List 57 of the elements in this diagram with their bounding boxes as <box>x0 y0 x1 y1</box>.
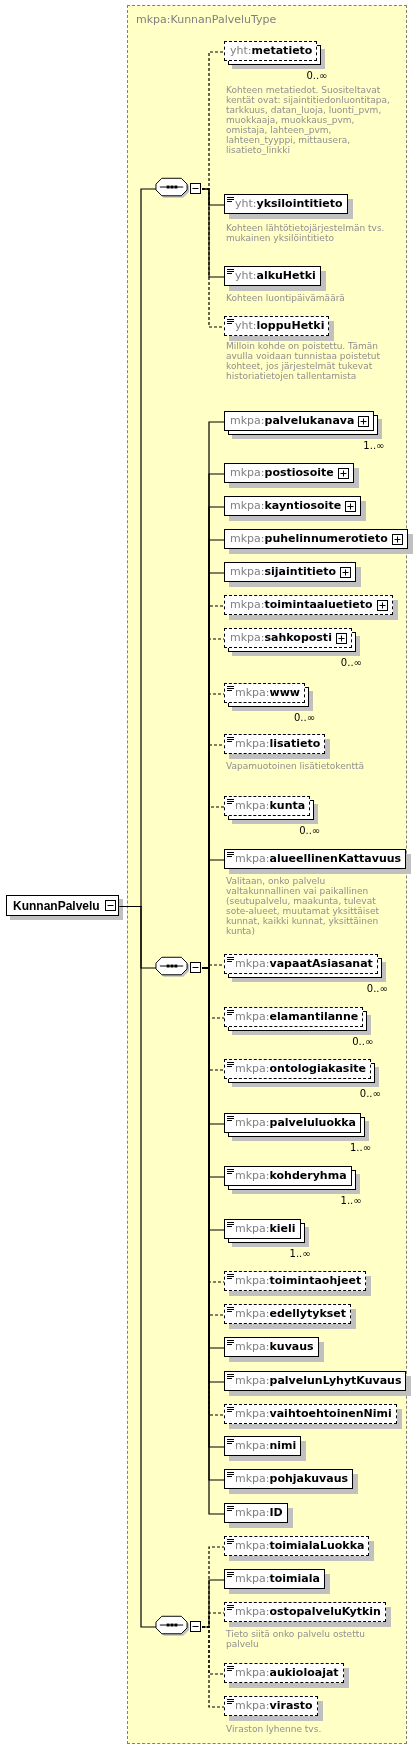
element-name: mkpa:alueellinenKattavuus <box>235 850 402 867</box>
element-name: mkpa:ID <box>235 1504 283 1521</box>
element-name: yht:yksilointitieto <box>235 195 343 212</box>
element-name: mkpa:edellytykset <box>235 1305 347 1322</box>
multiplicity: 1..∞ <box>289 1248 311 1259</box>
multiplicity: 0..∞ <box>340 657 362 668</box>
element-name: mkpa:puhelinnumerotieto <box>230 530 388 547</box>
element-name: mkpa:vapaatAsiasanat <box>235 955 373 972</box>
multiplicity: 0..∞ <box>293 712 315 723</box>
multiplicity: 1..∞ <box>340 1195 362 1206</box>
multiplicity: 0..∞ <box>359 1088 381 1099</box>
annotation-text: Kohteen metatiedot. Suositeltavat kentät ovat: sijaintitiedonluontitapa, tarkkuus, datan_luoja, luonti_pvm, muokkaaja, muokkaus_pvm, omistaja, lahteen_pvm, lahteen_tyyppi, mittausera, lisatieto_linkki <box>226 85 391 155</box>
element-name: yht:loppuHetki <box>235 317 325 334</box>
annotation-text: Kohteen lähtötietojärjestelmän tvs. mukainen yksilöintitieto <box>226 223 386 243</box>
annotation-text: Valitaan, onko palvelu valtakunnallinen vai paikallinen (seutupalvelu, maakunta, tulevat sote-alueet, muutamat yksittäiset kunnat, kaikki kunnat, yksittäinen kunta) <box>226 876 380 936</box>
element-name: mkpa:www <box>235 684 300 701</box>
element-name: mkpa:pohjakuvaus <box>235 1470 349 1487</box>
multiplicity: 0..∞ <box>299 825 321 836</box>
element-name: yht:metatieto <box>230 42 313 59</box>
element-name: mkpa:palveluluokka <box>235 1114 357 1131</box>
annotation-text: Vapamuotoinen lisätietokenttä <box>226 761 366 771</box>
element-name: mkpa:ontologiakasite <box>235 1060 366 1077</box>
element-name: mkpa:toimintaohjeet <box>235 1272 362 1289</box>
annotation-text: Tieto siitä onko palvelu ostettu palvelu <box>226 1629 366 1649</box>
type-name: mkpa:KunnanPalveluType <box>136 12 277 28</box>
element-name: mkpa:toimintaaluetieto <box>230 596 373 613</box>
multiplicity: 0..∞ <box>366 983 388 994</box>
annotation-text: Viraston lyhenne tvs. <box>226 1724 323 1734</box>
element-name: mkpa:lisatieto <box>235 735 321 752</box>
element-name: mkpa:kayntiosoite <box>230 497 342 514</box>
element-name: mkpa:kunta <box>235 797 306 814</box>
multiplicity: 1..∞ <box>349 1142 372 1153</box>
multiplicity: 1..∞ <box>363 440 385 451</box>
element-name: mkpa:vaihtoehtoinenNimi <box>235 1405 392 1422</box>
element-name: mkpa:toimialaLuokka <box>235 1537 365 1554</box>
dashed-connector-line <box>201 1626 226 1708</box>
connector-line <box>119 905 157 1628</box>
element-name: mkpa:postiosoite <box>230 464 334 481</box>
element-name: mkpa:ostopalveluKytkin <box>235 1603 381 1620</box>
element-name: KunnanPalvelu <box>13 897 100 915</box>
annotation-text: Milloin kohde on poistettu. Tämän avulla voidaan tunnistaa poistetut kohteet, jos järjestelmät tukevat historiatietojen tallentamista <box>226 341 382 381</box>
annotation-text: Kohteen luontipäivämäärä <box>226 293 346 303</box>
element-name: mkpa:elamantilanne <box>235 1008 359 1025</box>
element-name: mkpa:kieli <box>235 1220 296 1237</box>
element-name: mkpa:palvelunLyhytKuvaus <box>235 1372 402 1389</box>
element-name: yht:alkuHetki <box>235 267 316 284</box>
element-name: mkpa:toimiala <box>235 1570 320 1587</box>
element-name: mkpa:virasto <box>235 1697 313 1714</box>
element-name: mkpa:kohderyhma <box>235 1167 347 1184</box>
multiplicity: 0..∞ <box>352 1036 374 1047</box>
element-name: mkpa:nimi <box>235 1437 297 1454</box>
element-name: mkpa:aukioloajat <box>235 1664 339 1681</box>
element-name: mkpa:sahkoposti <box>230 629 332 646</box>
element-name: mkpa:sijaintitieto <box>230 563 336 580</box>
multiplicity: 0..∞ <box>306 70 328 81</box>
element-name: mkpa:palvelukanava <box>230 412 355 429</box>
element-name: mkpa:kuvaus <box>235 1338 314 1355</box>
